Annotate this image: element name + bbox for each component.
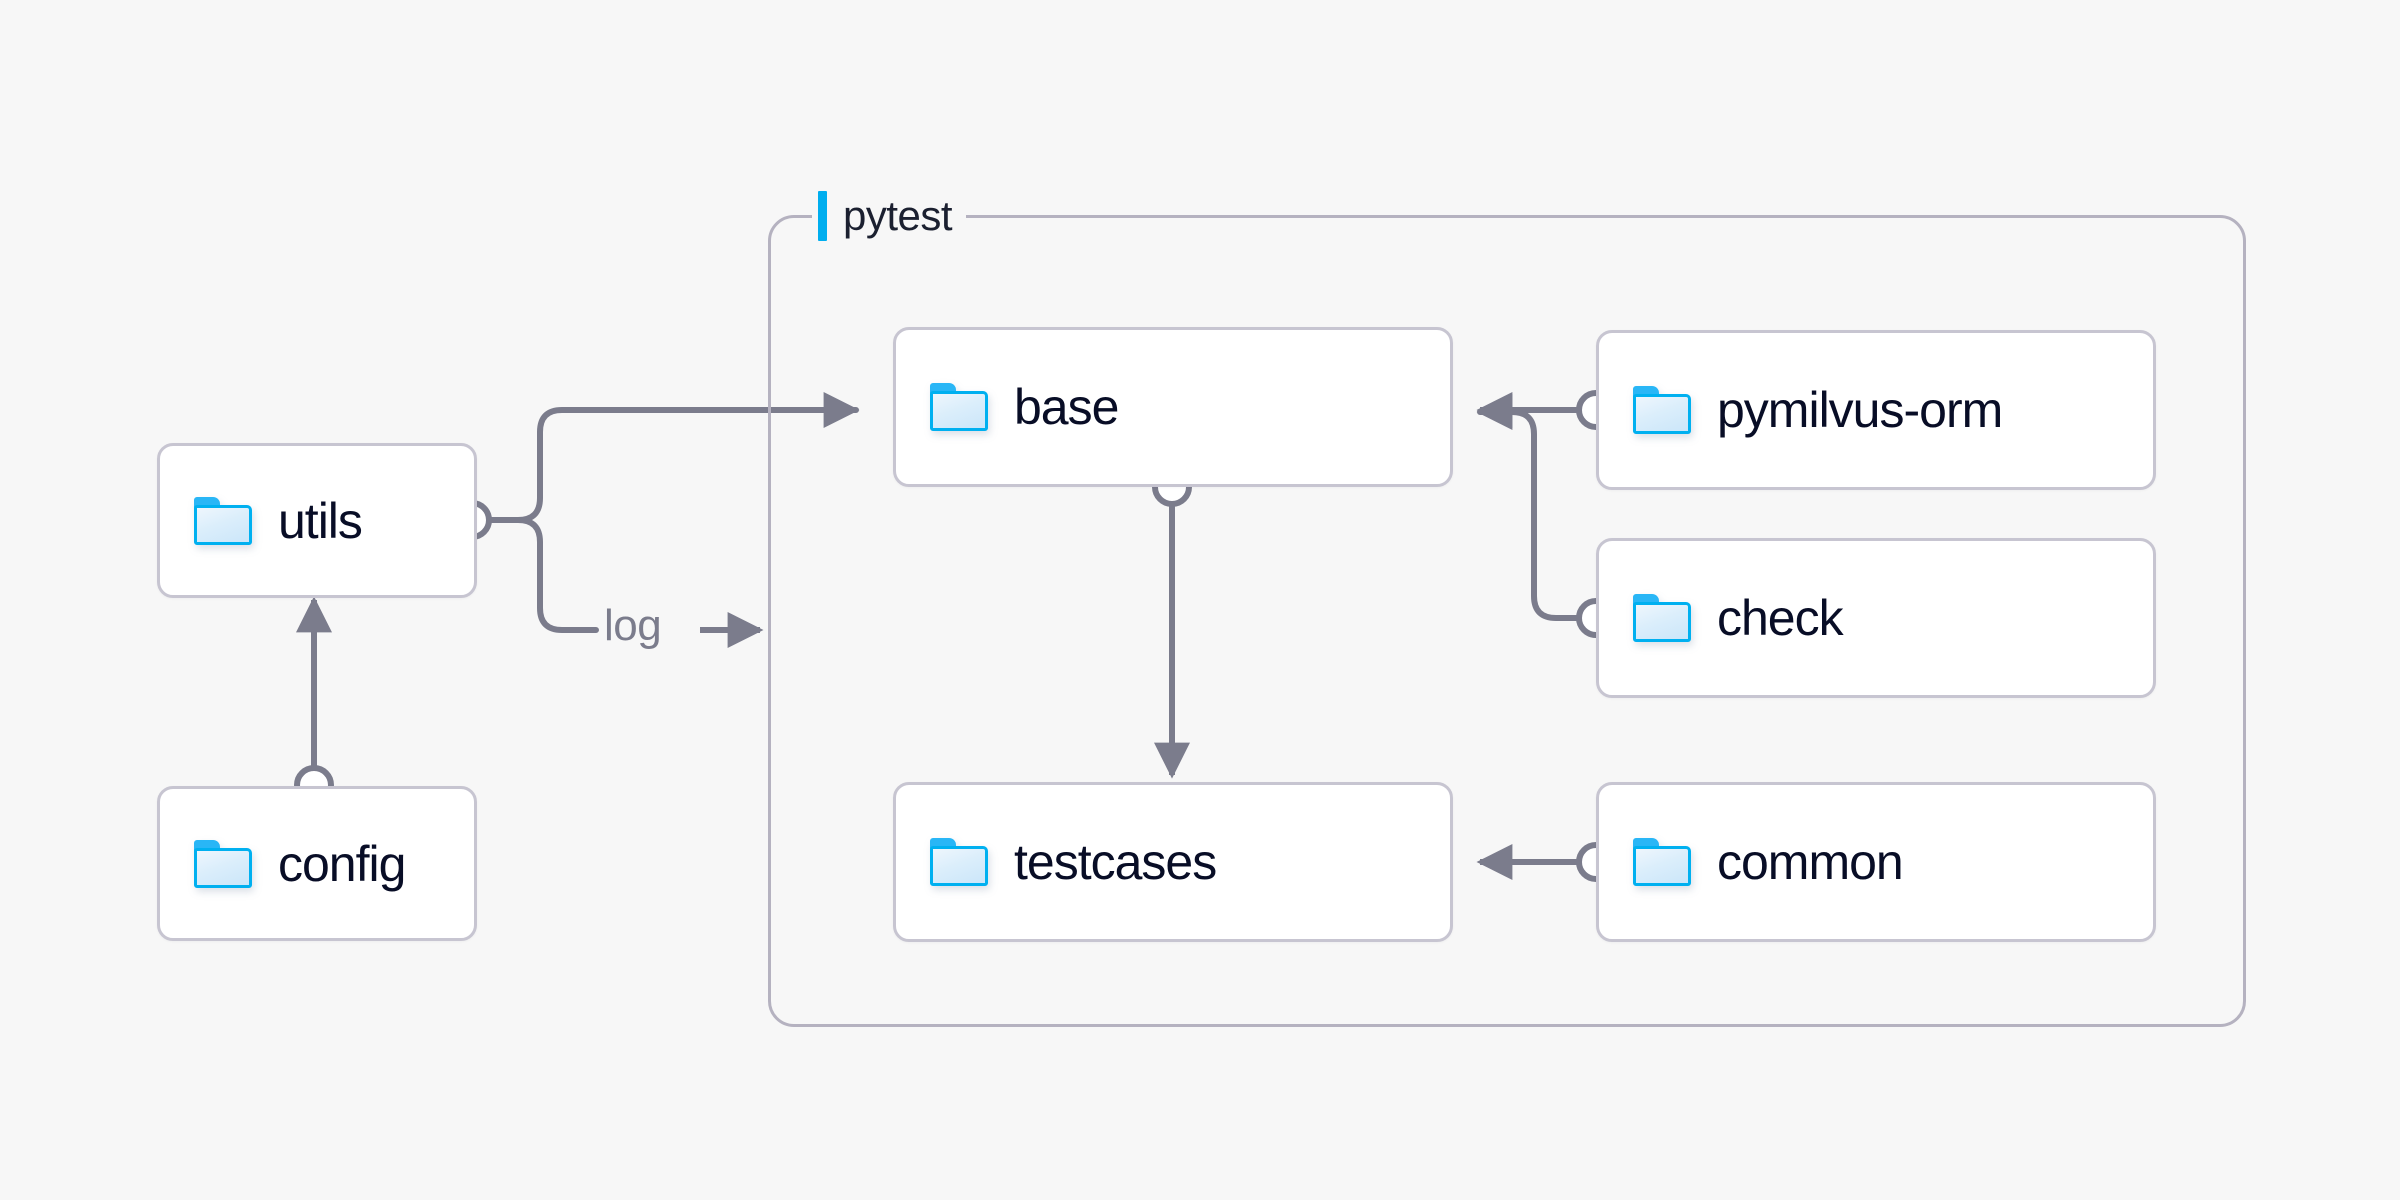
folder-icon (194, 496, 252, 545)
node-base-label: base (1014, 379, 1119, 435)
node-base[interactable]: base (893, 327, 1453, 487)
folder-icon (930, 838, 988, 886)
node-check-label: check (1717, 590, 1844, 646)
node-testcases-label: testcases (1014, 834, 1217, 890)
node-check[interactable]: check (1596, 538, 2156, 698)
folder-icon (930, 383, 988, 431)
group-pytest[interactable] (768, 215, 2246, 1027)
node-config[interactable]: config (157, 786, 477, 941)
folder-icon (1633, 594, 1691, 642)
node-utils[interactable]: utils (157, 443, 477, 598)
edge-check-base (1476, 394, 1581, 621)
group-pytest-title: pytest (843, 192, 953, 239)
folder-icon (1633, 386, 1691, 434)
edge-label-log: log (604, 601, 662, 650)
node-testcases[interactable]: testcases (893, 782, 1453, 942)
accent-bar-icon (818, 191, 827, 241)
node-common[interactable]: common (1596, 782, 2156, 942)
node-pymilvus-orm-label: pymilvus-orm (1717, 382, 2003, 438)
node-common-label: common (1717, 834, 1904, 890)
folder-icon (194, 839, 252, 888)
folder-icon (1633, 838, 1691, 886)
node-pymilvus-orm[interactable]: pymilvus-orm (1596, 330, 2156, 490)
group-pytest-label: pytest (812, 186, 967, 246)
node-config-label: config (278, 835, 406, 892)
edge-utils-log (477, 517, 764, 648)
node-utils-label: utils (278, 492, 363, 549)
